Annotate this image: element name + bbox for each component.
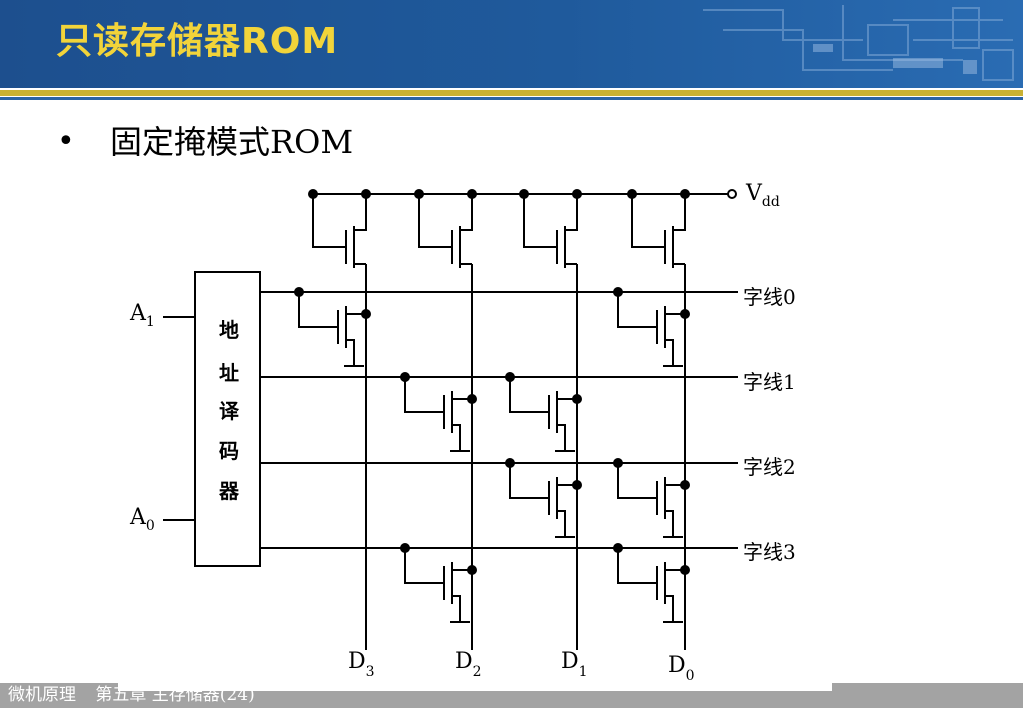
junction-dot bbox=[294, 287, 304, 297]
junction-dot bbox=[572, 189, 582, 199]
cell-gate-wire bbox=[617, 463, 657, 499]
title-underline-gold bbox=[0, 90, 1023, 96]
page-title: 只读存储器ROM bbox=[56, 21, 339, 62]
cell-source bbox=[452, 595, 461, 622]
vdd-label: Vdd bbox=[745, 181, 780, 210]
circuit-pattern-decoration bbox=[703, 5, 1014, 81]
load-drain bbox=[673, 194, 686, 231]
cell-source bbox=[452, 424, 461, 451]
junction-dot bbox=[467, 189, 477, 199]
load-drain bbox=[460, 194, 473, 231]
cell-gate-wire bbox=[404, 377, 444, 413]
load-gate-wire bbox=[418, 194, 452, 248]
cell-source bbox=[665, 339, 674, 366]
junction-dot bbox=[308, 189, 318, 199]
vdd-terminal bbox=[727, 189, 737, 199]
junction-dot bbox=[467, 394, 477, 404]
bullet-marker: • bbox=[57, 124, 75, 159]
decoder-char-5: 器 bbox=[218, 479, 240, 503]
input-a0-label: A0 bbox=[129, 505, 155, 534]
word-line-1-label: 字线1 bbox=[743, 370, 796, 394]
cell-source bbox=[346, 339, 355, 366]
slide-header: 只读存储器ROM bbox=[0, 0, 1023, 88]
junction-dot bbox=[680, 309, 690, 319]
load-drain bbox=[354, 194, 367, 231]
decoder-char-1: 地 bbox=[219, 318, 239, 342]
cell-gate-wire bbox=[404, 548, 444, 584]
footer-course: 微机原理 bbox=[8, 685, 76, 705]
cell-source bbox=[557, 424, 566, 451]
decoder-char-4: 码 bbox=[219, 439, 239, 463]
junction-dot bbox=[680, 189, 690, 199]
word-line-2-label: 字线2 bbox=[743, 455, 796, 479]
junction-dot bbox=[572, 480, 582, 490]
junction-dot bbox=[627, 189, 637, 199]
junction-dot bbox=[467, 565, 477, 575]
junction-dot bbox=[505, 372, 515, 382]
cell-gate-wire bbox=[617, 292, 657, 328]
cell-gate-wire bbox=[298, 292, 338, 328]
data-line-d0-label: D0 bbox=[668, 653, 695, 684]
junction-dot bbox=[414, 189, 424, 199]
junction-dot bbox=[400, 372, 410, 382]
address-decoder-box bbox=[194, 271, 261, 567]
junction-dot bbox=[572, 394, 582, 404]
load-gate-wire bbox=[312, 194, 346, 248]
junction-dot bbox=[519, 189, 529, 199]
load-drain bbox=[565, 194, 578, 231]
cell-source bbox=[665, 510, 674, 537]
word-line-0-label: 字线0 bbox=[743, 285, 796, 309]
word-line-3-label: 字线3 bbox=[743, 540, 796, 564]
cell-gate-wire bbox=[509, 377, 549, 413]
junction-dot bbox=[361, 309, 371, 319]
data-line-d3-label: D3 bbox=[348, 649, 375, 680]
junction-dot bbox=[613, 543, 623, 553]
bullet-text: 固定掩模式ROM bbox=[110, 123, 354, 161]
junction-dot bbox=[361, 189, 371, 199]
junction-dot bbox=[613, 458, 623, 468]
junction-dot bbox=[400, 543, 410, 553]
junction-dot bbox=[613, 287, 623, 297]
junction-dot bbox=[680, 480, 690, 490]
cell-gate-wire bbox=[617, 548, 657, 584]
cell-source bbox=[665, 595, 674, 622]
cell-gate-wire bbox=[509, 463, 549, 499]
decoder-char-3: 译 bbox=[219, 399, 240, 423]
data-line-d2-label: D2 bbox=[455, 649, 482, 680]
junction-dot bbox=[680, 565, 690, 575]
load-gate-wire bbox=[631, 194, 665, 248]
cell-source bbox=[557, 510, 566, 537]
title-underline-blue bbox=[0, 97, 1023, 100]
decoder-char-2: 址 bbox=[219, 361, 239, 385]
load-gate-wire bbox=[523, 194, 557, 248]
data-line-d1-label: D1 bbox=[561, 649, 588, 680]
input-a1-label: A1 bbox=[129, 301, 155, 330]
junction-dot bbox=[505, 458, 515, 468]
